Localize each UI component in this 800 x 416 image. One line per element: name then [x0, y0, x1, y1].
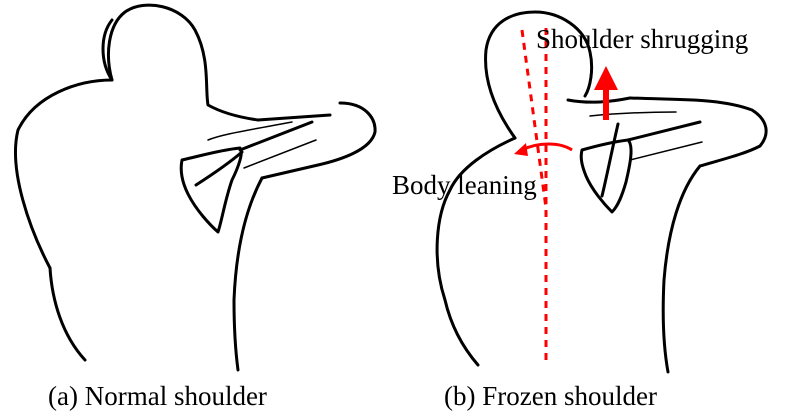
leaning-axis-line [520, 29, 548, 209]
curved-arrow-left-icon [514, 143, 528, 156]
normal-figure [14, 3, 377, 372]
frozen-body-left [435, 136, 517, 367]
shoulder-shrugging-label: Shoulder shrugging [536, 24, 749, 54]
normal-scapula [179, 146, 243, 234]
frozen-spine-of-scapula [600, 122, 620, 198]
normal-spine-of-scapula [194, 150, 244, 187]
frozen-figure [435, 10, 768, 374]
normal-clavicle [207, 121, 293, 141]
caption-frozen-shoulder: (b) Frozen shoulder [444, 381, 657, 411]
frozen-arm-top [628, 96, 768, 168]
normal-arm-top [260, 101, 377, 180]
normal-head [101, 18, 114, 82]
frozen-scapula [579, 138, 633, 214]
frozen-clavicle [589, 111, 677, 117]
normal-humerus-lower [243, 139, 317, 169]
normal-right-side [232, 176, 264, 372]
normal-body-outline [14, 3, 332, 270]
frozen-neck-line [566, 96, 632, 104]
frozen-humerus-lower [629, 141, 703, 161]
caption-normal-shoulder: (a) Normal shoulder [48, 381, 267, 411]
normal-left-arm-line [48, 266, 87, 362]
frozen-right-side [661, 164, 702, 374]
arrow-up-icon [594, 66, 618, 120]
frozen-humerus [626, 120, 702, 142]
body-leaning-label: Body leaning [392, 170, 537, 200]
normal-humerus [238, 120, 314, 152]
frozen-head [484, 10, 594, 140]
